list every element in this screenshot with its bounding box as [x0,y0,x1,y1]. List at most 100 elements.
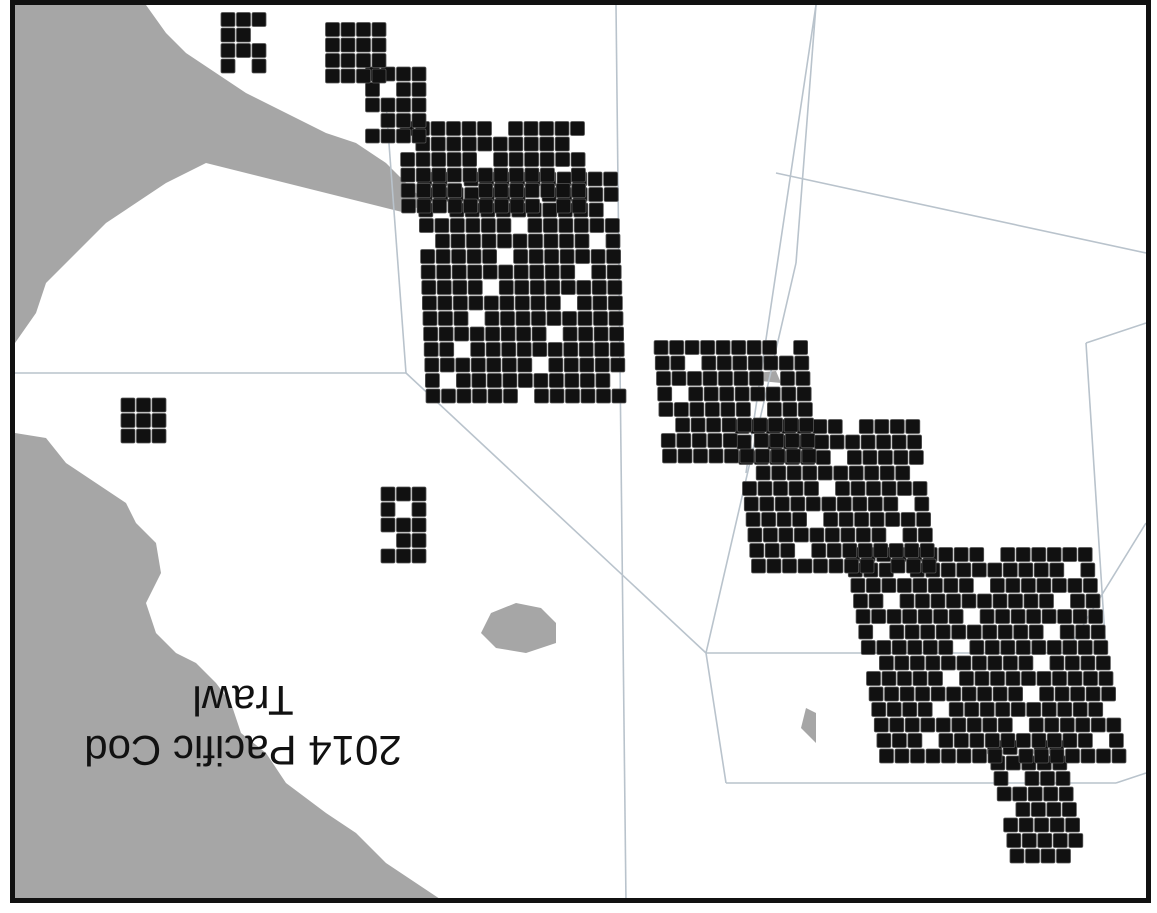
effort-cell [485,326,500,342]
effort-cell [356,22,371,37]
effort-cell [848,465,864,481]
effort-cell [844,558,859,574]
effort-cell [400,167,416,183]
effort-cell [750,386,766,402]
effort-cell [1078,733,1093,748]
effort-cell [562,311,577,326]
effort-cell [1049,817,1065,833]
effort-cell [790,496,806,512]
effort-cell [251,58,267,74]
effort-cell [788,481,804,496]
effort-cell [571,198,587,214]
effort-cell [220,43,236,58]
effort-cell [742,481,757,496]
effort-cell [745,512,761,527]
effort-cell [1096,748,1111,764]
effort-cell [151,413,167,428]
map-title-line-1: 2014 Pacific Cod [84,727,402,774]
effort-cell [860,640,876,655]
effort-cell [1054,686,1070,702]
map-title-line-2: Trawl [192,677,294,724]
effort-cell [1080,655,1096,671]
effort-cell [509,167,524,183]
effort-cell [884,686,900,702]
effort-cell [411,548,427,564]
effort-cell [876,434,892,450]
effort-cell [529,264,545,280]
effort-cell [858,624,874,640]
effort-cell [917,527,933,543]
effort-cell [940,562,956,578]
effort-cell [485,342,501,357]
effort-cell [797,558,813,574]
effort-cell [546,311,562,326]
effort-cell [900,512,916,527]
effort-cell [1002,562,1018,578]
effort-cell [220,12,236,27]
effort-cell [802,465,818,481]
effort-cell [925,655,941,671]
effort-cell [797,402,813,417]
effort-cell [236,43,251,58]
effort-cell [487,388,503,404]
effort-cell [1021,578,1036,593]
effort-cell [720,402,736,417]
effort-cell [543,218,558,233]
effort-cell [824,527,840,543]
effort-cell [907,434,923,450]
effort-cell [846,450,862,465]
effort-cell [982,624,998,640]
effort-cell [446,136,462,152]
effort-cell [852,496,868,512]
effort-cell [1055,771,1071,786]
effort-cell [422,311,438,326]
effort-cell [935,624,951,640]
effort-cell [501,342,517,357]
effort-cell [871,702,887,717]
effort-cell [766,402,782,417]
effort-cell [951,717,967,733]
effort-cell [1009,848,1025,864]
effort-cell [966,717,982,733]
effort-cell [513,249,528,264]
effort-cell [919,543,935,558]
effort-cell [1000,547,1016,562]
effort-cell [467,280,483,295]
effort-cell [912,578,928,593]
effort-cell [1015,802,1031,817]
effort-cell [1018,655,1034,671]
effort-cell [1031,733,1047,748]
effort-cell [544,264,560,280]
effort-cell [1052,833,1068,848]
effort-cell [902,609,918,624]
effort-cell [829,434,845,450]
effort-cell [1057,609,1072,624]
effort-cell [371,22,387,37]
effort-cell [845,434,861,450]
effort-cell [894,748,910,764]
effort-cell [958,578,974,593]
effort-cell [719,386,735,402]
effort-cell [751,558,766,574]
effort-cell [669,340,685,355]
effort-cell [400,183,416,198]
effort-cell [548,357,564,373]
effort-cell [768,417,784,433]
effort-cell [732,355,748,371]
effort-cell [576,280,592,295]
effort-cell [1083,671,1098,686]
map-canvas [15,5,1146,898]
effort-cell [914,496,930,512]
effort-cell [780,371,795,386]
effort-cell [1046,802,1062,817]
effort-cell [596,388,611,404]
effort-cell [531,326,547,342]
effort-cell [411,128,427,144]
effort-cell [776,512,792,527]
effort-cell [969,547,985,562]
effort-cell [909,655,925,671]
effort-cell [979,702,995,717]
effort-cell [1098,671,1114,686]
effort-cell [857,543,873,558]
effort-cell [531,311,546,326]
